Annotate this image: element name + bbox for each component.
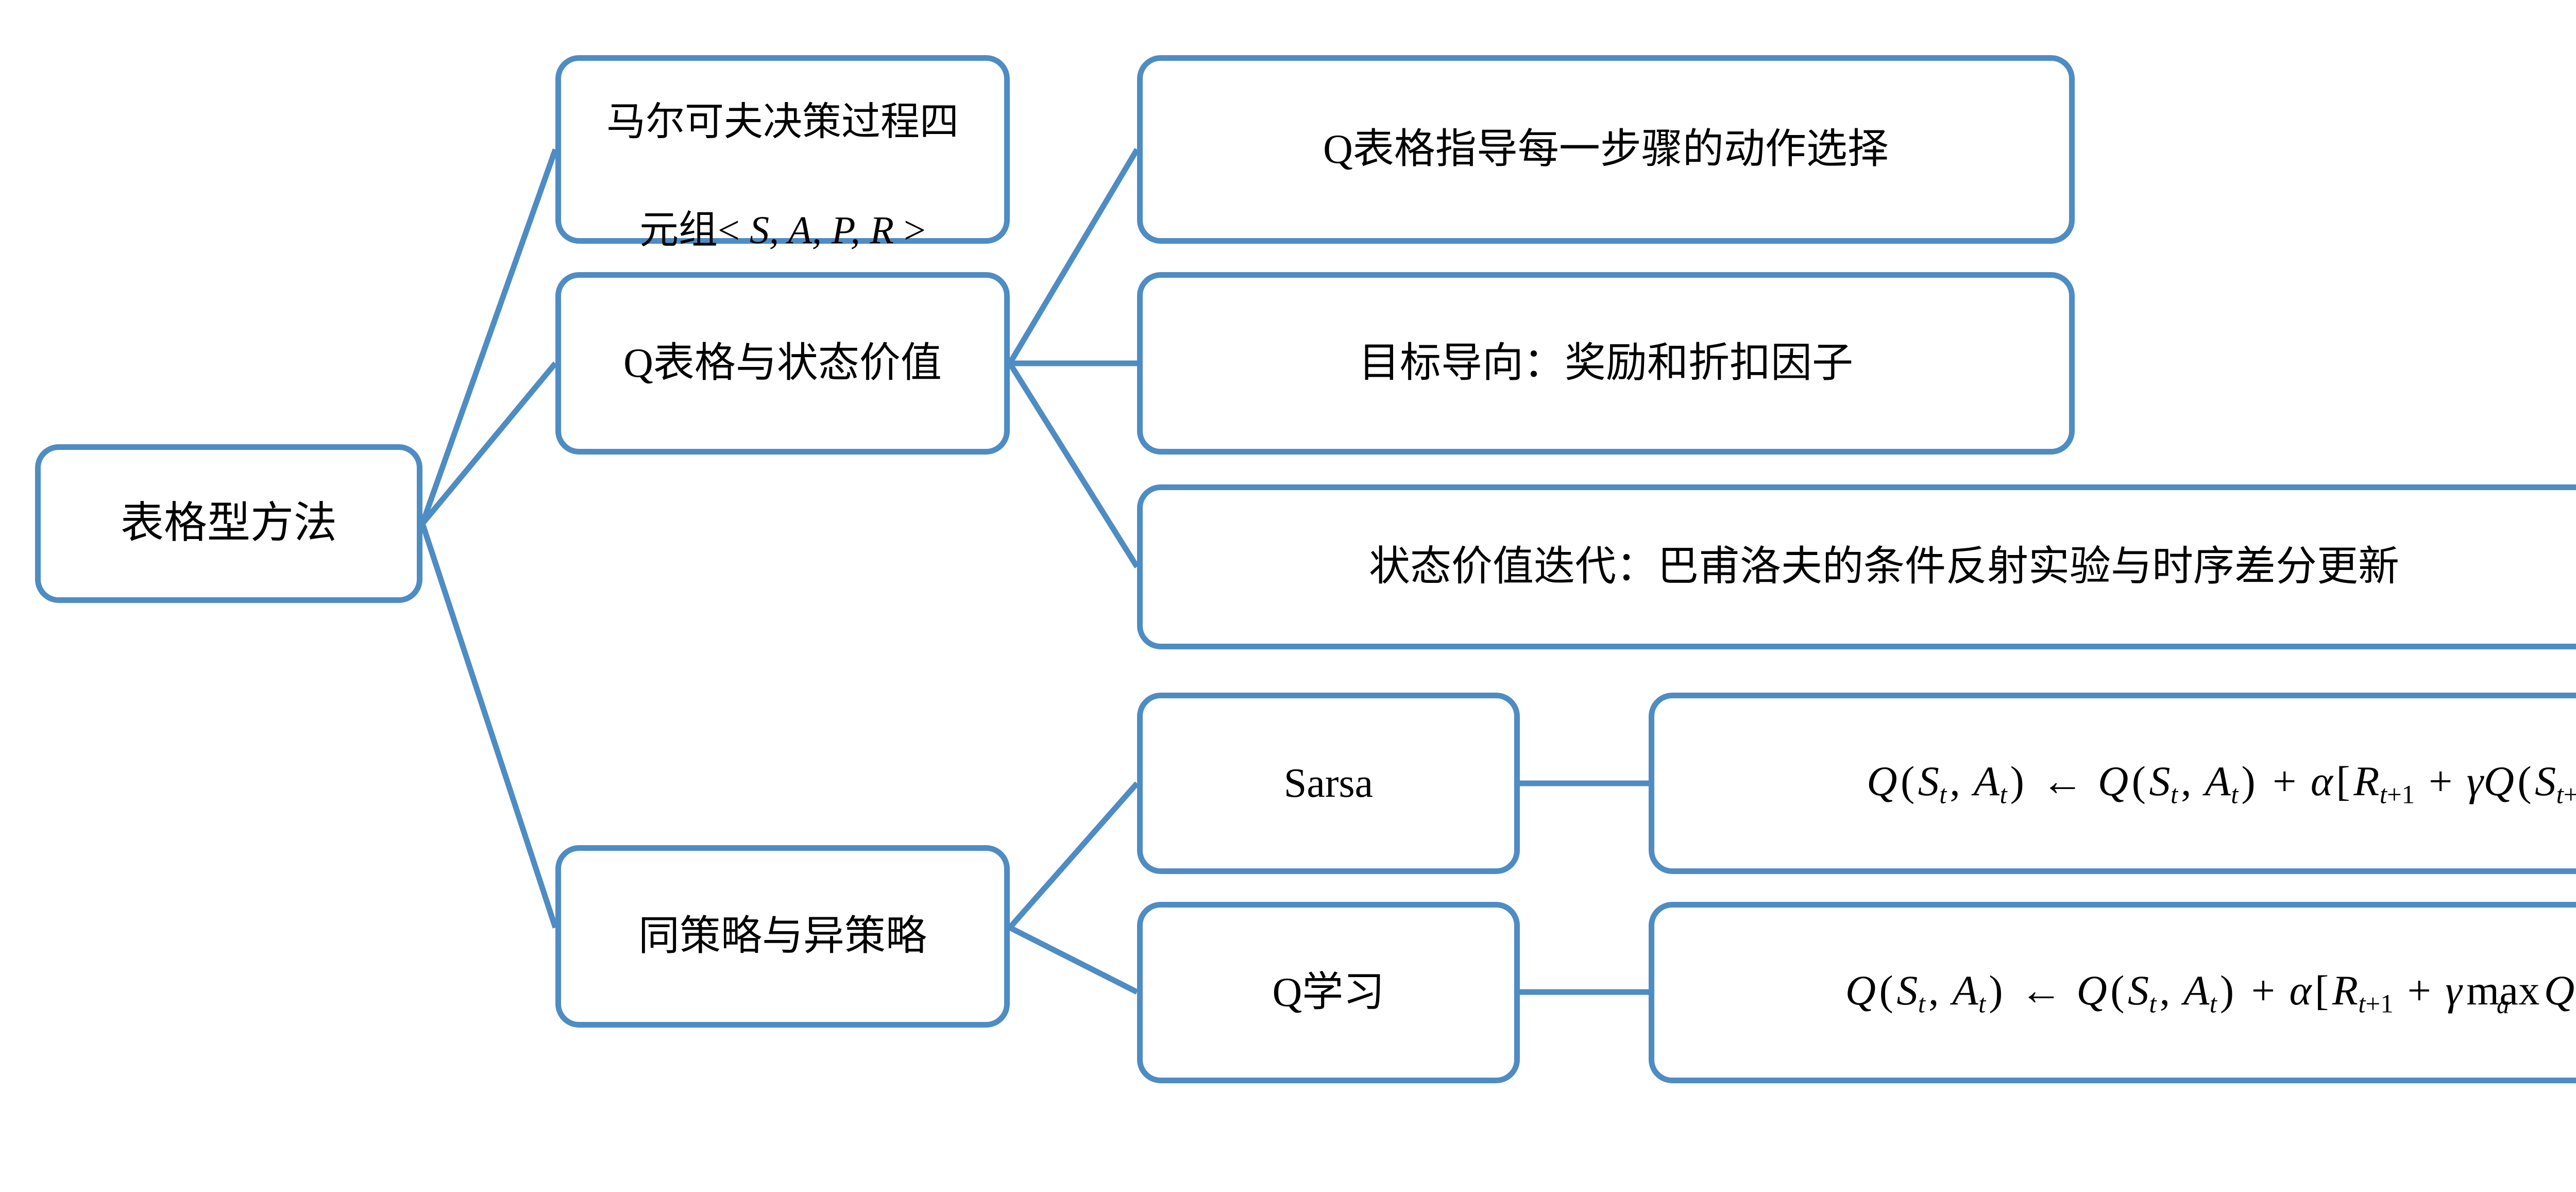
node-mdp-line2-suffix: > — [904, 208, 926, 252]
node-policy-label: 同策略与异策略 — [638, 913, 927, 959]
node-root-label: 表格型方法 — [120, 499, 337, 548]
node-value-iteration-label: 状态价值迭代：巴甫洛夫的条件反射实验与时序差分更新 — [1369, 544, 2399, 590]
sarsa-formula-expression: Q(St, At) ← Q(St, At) + α[Rt+1 + γQ(St+1… — [1867, 758, 2576, 809]
edge-qtable-to-qguide — [1007, 148, 1140, 365]
edge-root-to-mdp — [419, 148, 558, 525]
node-qtable[interactable]: Q表格与状态价值 — [555, 272, 1010, 455]
node-mdp-label: 马尔可夫决策过程四 元组< S, A, P, R > — [561, 41, 1004, 258]
node-mdp-line2-math: S, A, P, R — [739, 208, 904, 252]
edge-policy-to-sarsa — [1007, 781, 1140, 930]
node-q-learning-formula[interactable]: Q(St, At) ← Q(St, At) + α[Rt+1 + γmaxaQ(… — [1649, 902, 2576, 1083]
node-root[interactable]: 表格型方法 — [35, 444, 422, 603]
node-q-guide[interactable]: Q表格指导每一步骤的动作选择 — [1137, 55, 2075, 244]
node-qtable-label: Q表格与状态价值 — [623, 340, 942, 386]
edge-qtable-to-valueiter — [1007, 362, 1140, 568]
edge-root-to-policy — [419, 523, 558, 929]
node-goal[interactable]: 目标导向：奖励和折扣因子 — [1137, 272, 2075, 455]
node-value-iteration[interactable]: 状态价值迭代：巴甫洛夫的条件反射实验与时序差分更新 — [1137, 484, 2576, 649]
node-mdp-line1: 马尔可夫决策过程四 — [606, 100, 959, 144]
node-q-guide-label: Q表格指导每一步骤的动作选择 — [1323, 126, 1889, 172]
node-q-learning-label: Q学习 — [1272, 969, 1385, 1015]
node-sarsa-label: Sarsa — [1283, 760, 1374, 806]
node-mdp-line2-prefix: 元组< — [639, 208, 740, 252]
edge-policy-to-qlearning — [1008, 925, 1139, 995]
node-sarsa[interactable]: Sarsa — [1137, 693, 1520, 874]
node-sarsa-formula[interactable]: Q(St, At) ← Q(St, At) + α[Rt+1 + γQ(St+1… — [1649, 693, 2576, 874]
node-q-learning[interactable]: Q学习 — [1137, 902, 1520, 1083]
node-policy[interactable]: 同策略与异策略 — [555, 845, 1010, 1028]
q-learning-formula-expression: Q(St, At) ← Q(St, At) + α[Rt+1 + γmaxaQ(… — [1845, 967, 2575, 1019]
node-goal-label: 目标导向：奖励和折扣因子 — [1359, 340, 1853, 386]
node-mdp[interactable]: 马尔可夫决策过程四 元组< S, A, P, R > — [555, 55, 1010, 252]
edge-root-to-qtable — [420, 361, 558, 526]
